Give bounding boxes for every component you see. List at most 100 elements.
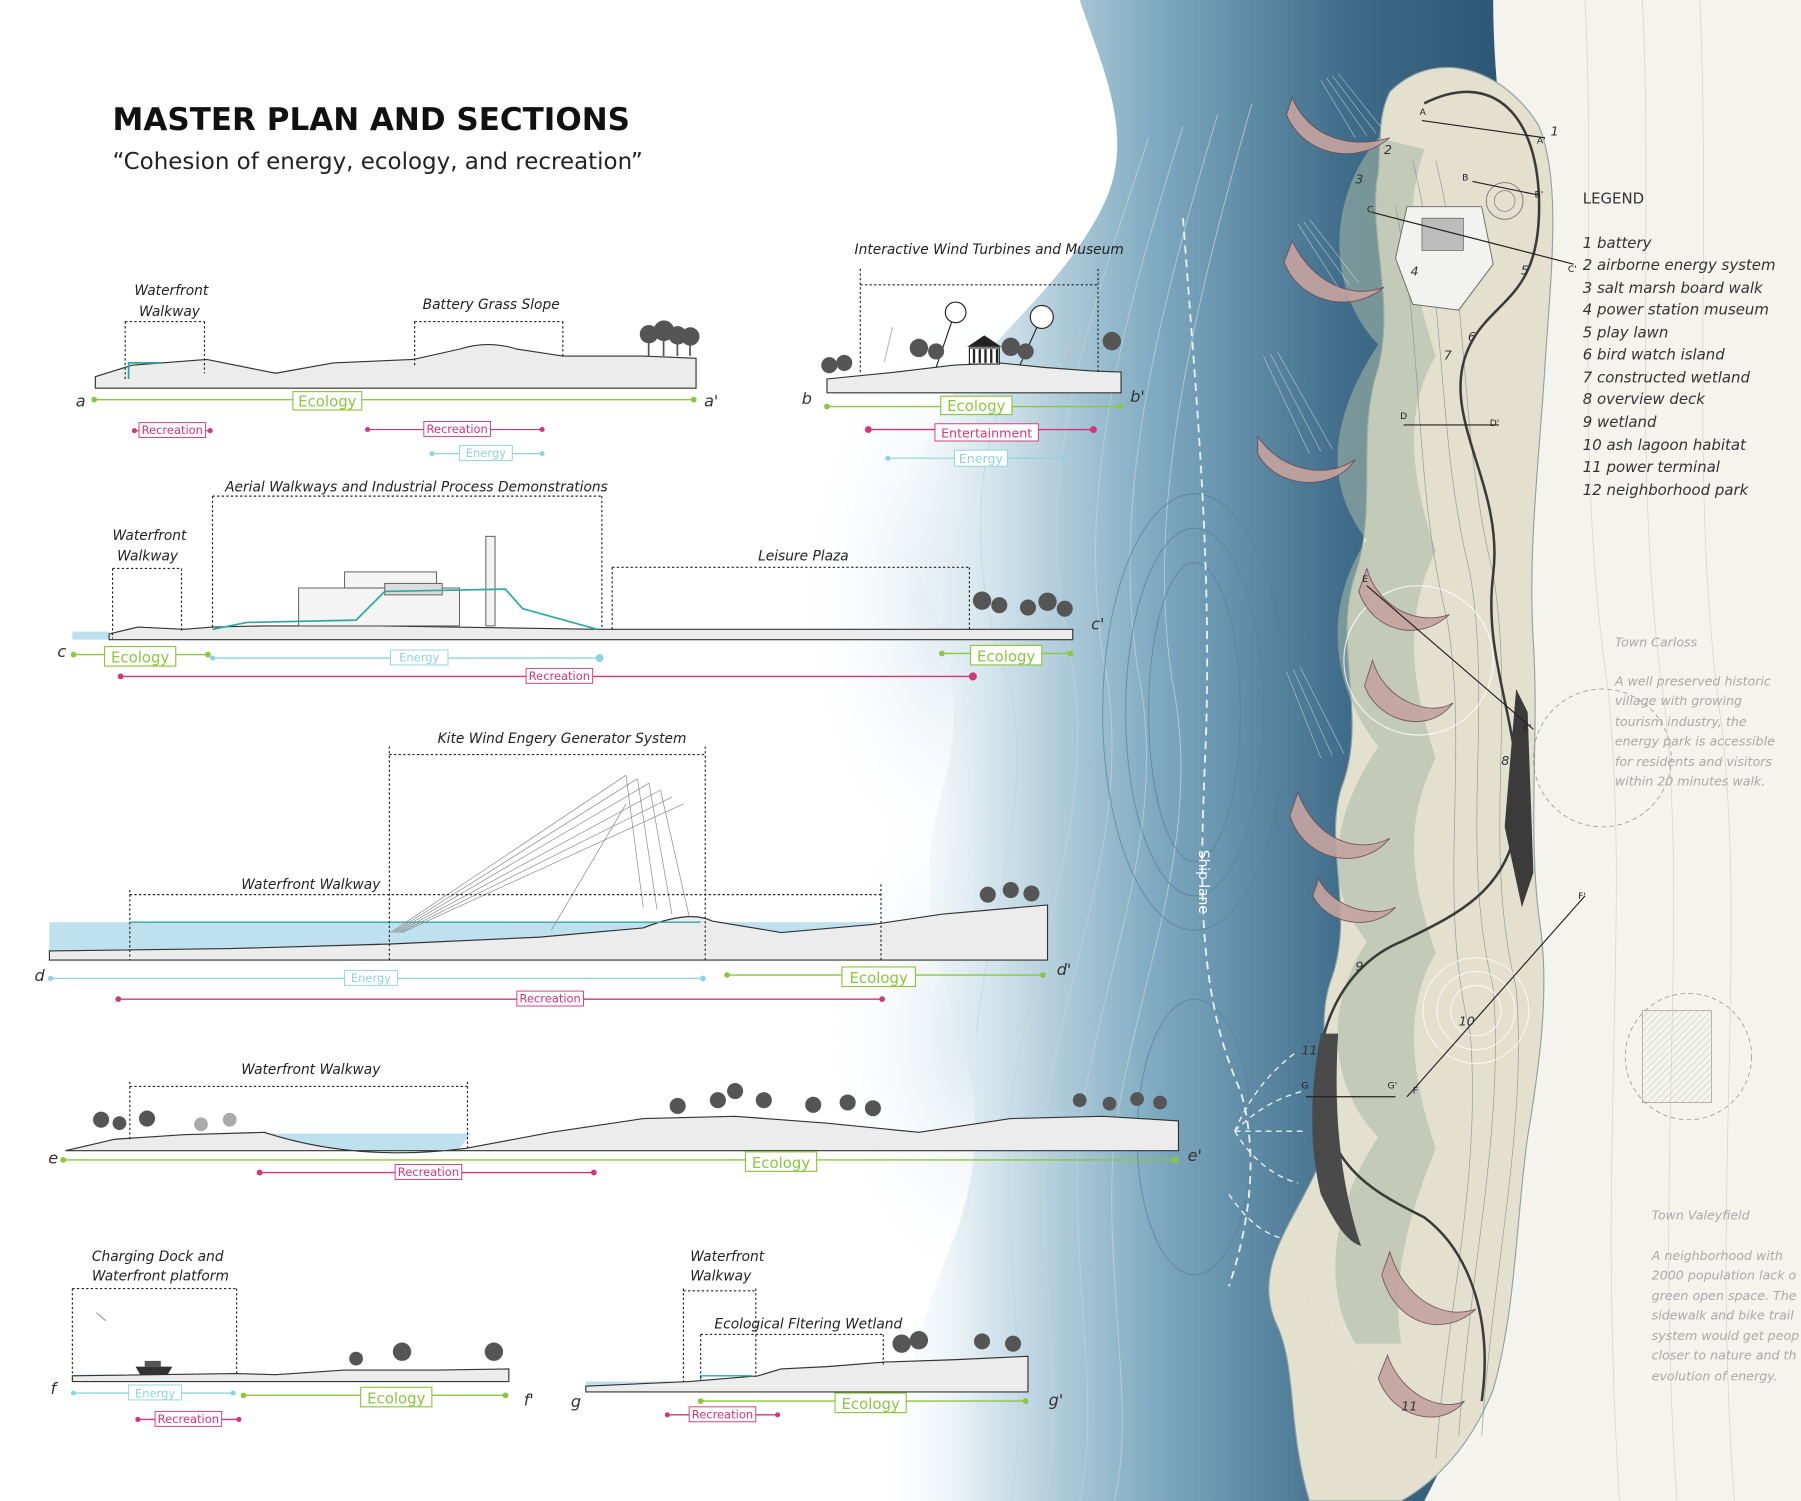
legend-item: 5 play lawn (1583, 324, 1669, 342)
bar-label: Energy (959, 451, 1004, 466)
section-f-bar-ecology: Ecology (240, 1386, 509, 1408)
legend-item: 12 neighborhood park (1583, 481, 1750, 499)
page-subtitle: “Cohesion of energy, ecology, and recrea… (113, 149, 643, 175)
section-d-end-label: d' (1057, 960, 1072, 979)
section-f-start-label: f (51, 1379, 59, 1398)
section-c-aerial-walkway (212, 588, 598, 631)
legend-item: 8 overview deck (1583, 390, 1706, 408)
section-d-kite-tethers (390, 774, 690, 933)
section-a-end-label: a' (704, 392, 718, 411)
section-f-trees (349, 1342, 504, 1366)
section-a-bar-recreation-2: Recreation (365, 421, 545, 437)
cut-marker-d-prime: D' (1490, 418, 1500, 429)
section-e-annotation: Waterfront Walkway (241, 1062, 381, 1078)
section-b-museum-icon (967, 335, 1002, 365)
town-carloss-line: within 20 minutes walk. (1615, 774, 1765, 789)
section-d-start-label: d (34, 966, 45, 985)
bar-label: Recreation (426, 422, 487, 436)
section-b-trees (821, 331, 1122, 374)
view-circle (1343, 585, 1494, 736)
section-f-annotation: Waterfront platform (92, 1269, 229, 1285)
section-f: Charging Dock and Waterfront platform f … (51, 1249, 534, 1427)
section-a-dims (124, 320, 564, 379)
town-carloss-ring (1532, 688, 1672, 828)
section-e: Waterfront Walkway e e' Ecology Recreati… (48, 1062, 1202, 1180)
section-c: Aerial Walkways and Industrial Process D… (57, 480, 1104, 684)
section-a-annotation: Battery Grass Slope (423, 297, 560, 313)
section-e-ground (65, 1115, 1180, 1154)
section-c-annotation: Waterfront (113, 528, 187, 544)
section-c-annotation: Aerial Walkways and Industrial Process D… (224, 480, 608, 496)
cut-marker-g: G (1301, 1081, 1308, 1092)
section-b-start-label: b (802, 389, 812, 408)
legend-item: 6 bird watch island (1583, 345, 1725, 363)
bar-label: Energy (399, 650, 439, 664)
section-d-bar-energy: Energy (48, 969, 706, 986)
section-g-annotation: Waterfront (690, 1249, 764, 1265)
section-d-bar-ecology: Ecology (724, 966, 1046, 988)
map-number-6: 6 (1468, 329, 1476, 344)
town-carloss-line: tourism industry, the (1615, 714, 1747, 729)
cut-marker-b: B (1462, 172, 1468, 183)
town-valeyfield-ring (1624, 992, 1753, 1121)
bar-label: Ecology (367, 1389, 426, 1407)
section-b: Interactive Wind Turbines and Museum b b… (802, 242, 1145, 467)
town-carloss-name: Town Carloss (1615, 635, 1698, 650)
section-g-dims (682, 1288, 884, 1382)
section-c-bar-ecology-2: Ecology (938, 644, 1074, 666)
bar-label: Ecology (298, 393, 357, 411)
bar-label: Entertainment (941, 426, 1032, 441)
map-number-9: 9 (1355, 958, 1363, 973)
cut-marker-a: A (1420, 107, 1427, 118)
town-valeyfield-name: Town Valeyfield (1652, 1208, 1751, 1223)
crescent-wind-farms (1257, 96, 1477, 1418)
map-number-5: 5 (1521, 262, 1529, 277)
legend-item: 2 airborne energy system (1583, 256, 1776, 274)
play-lawn-ring (1493, 190, 1516, 212)
cut-marker-c: C (1367, 204, 1373, 215)
map-number-11b: 11 (1401, 1398, 1417, 1413)
cut-marker-c-prime: C' (1568, 264, 1577, 275)
section-a-bar-recreation-1: Recreation (131, 422, 213, 439)
section-e-end-label: e' (1188, 1146, 1202, 1165)
bar-label: Ecology (111, 649, 170, 667)
bar-label: Recreation (142, 423, 203, 437)
bar-label: Recreation (520, 992, 581, 1006)
section-b-bar-entertainment: Entertainment (864, 423, 1097, 442)
section-c-trees (972, 591, 1073, 617)
town-carloss-line: village with growing (1615, 693, 1742, 708)
bar-label: Ecology (841, 1395, 900, 1413)
bar-label: Recreation (398, 1165, 459, 1179)
section-e-bar-recreation: Recreation (256, 1164, 597, 1180)
town-valeyfield-grid (1642, 1010, 1712, 1103)
bar-label: Ecology (752, 1154, 811, 1172)
airborne-energy-tethers (1263, 73, 1385, 1367)
section-b-bar-ecology: Ecology (824, 395, 1123, 416)
bar-label: Ecology (850, 969, 909, 987)
town-valeyfield-line: system would get peop (1652, 1328, 1800, 1343)
play-lawn-circle (1485, 182, 1524, 220)
land-contours (1584, 0, 1735, 1501)
section-f-bar-recreation: Recreation (135, 1410, 242, 1427)
cut-marker-e-prime: E' (1523, 722, 1531, 733)
section-d-bar-recreation: Recreation (115, 990, 885, 1007)
cut-marker-g-prime: G' (1388, 1081, 1398, 1092)
section-d-ground (48, 904, 1049, 961)
section-e-trees (93, 1082, 1167, 1132)
section-c-end-label: c' (1091, 614, 1104, 633)
park-marsh-bands (1335, 137, 1436, 1344)
town-valeyfield-line: sidewalk and bike trail (1652, 1308, 1795, 1323)
section-a-annotation: Walkway (139, 304, 201, 320)
ship-lane-line (1182, 218, 1252, 1287)
section-d-dims (129, 746, 882, 961)
section-e-water (264, 1133, 471, 1152)
section-b-ground (826, 362, 1122, 394)
cut-marker-a-prime: A' (1537, 136, 1546, 147)
bar-label: Ecology (947, 397, 1006, 415)
section-c-bar-ecology-1: Ecology (70, 645, 211, 667)
section-e-bar-ecology: Ecology (60, 1151, 1179, 1172)
section-b-bar-energy: Energy (885, 449, 1067, 467)
park-internal-contours (1395, 160, 1519, 1459)
cut-marker-e: E (1362, 574, 1368, 585)
